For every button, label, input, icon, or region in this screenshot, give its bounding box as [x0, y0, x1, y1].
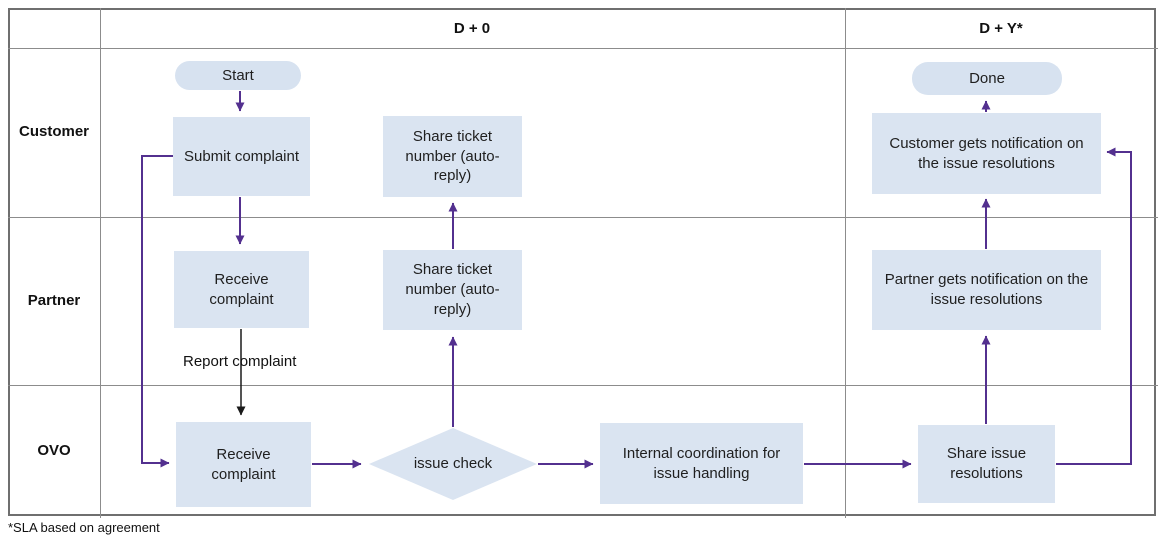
node-internal-coordination: Internal coordination for issue handling: [600, 423, 803, 504]
node-receive-complaint-partner: Receive complaint: [174, 251, 309, 328]
grid-line-lane1: [8, 217, 1158, 218]
node-start: Start: [175, 61, 301, 90]
lane-label-customer: Customer: [18, 123, 89, 140]
node-customer-notification: Customer gets notification on the issue …: [872, 113, 1101, 194]
node-partner-notification: Partner gets notification on the issue r…: [872, 250, 1101, 330]
node-share-resolutions: Share issue resolutions: [918, 425, 1055, 503]
node-done: Done: [912, 62, 1062, 95]
grid-line-lane2: [8, 385, 1158, 386]
footnote-sla: *SLA based on agreement: [8, 520, 160, 535]
node-receive-complaint-ovo: Receive complaint: [176, 422, 311, 507]
table-outer-border: [8, 8, 1156, 516]
grid-line-labels: [100, 8, 101, 518]
grid-line-phase: [845, 8, 846, 518]
column-header-d0: D + 0: [453, 20, 491, 37]
node-share-ticket-customer: Share ticket number (auto-reply): [383, 116, 522, 197]
node-submit-complaint: Submit complaint: [173, 117, 310, 196]
edge-label-report-complaint: Report complaint: [183, 353, 297, 370]
column-header-dy: D + Y*: [979, 20, 1023, 37]
grid-line-header: [8, 48, 1158, 49]
node-share-ticket-partner: Share ticket number (auto-reply): [383, 250, 522, 330]
lane-label-ovo: OVO: [37, 442, 71, 459]
lane-label-partner: Partner: [27, 292, 81, 309]
